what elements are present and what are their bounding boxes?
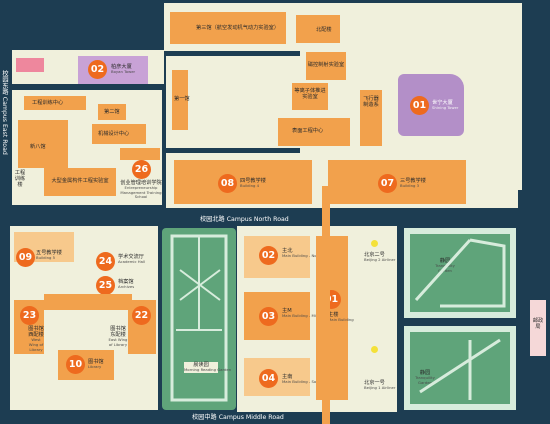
tranquility-garden-north-inner [410,234,510,312]
marker-22[interactable]: 22 [132,306,151,325]
central-walkway [322,186,330,424]
marker-03[interactable]: 03 [259,307,278,326]
eng-training-building-label: 工程训练楼 [14,170,26,189]
mech-center[interactable] [92,124,146,144]
ion-lab[interactable] [292,83,328,110]
central-north-block [166,56,388,148]
marker-25[interactable]: 25 [96,276,115,295]
second-building-label: 第二馆 [104,109,120,115]
pink-building [16,58,44,72]
beijing1-marker [371,346,378,353]
second-building[interactable] [98,104,126,120]
first-building[interactable] [172,70,188,130]
campus-middle-road-label: 校园中路 Campus Middle Road [192,414,284,421]
marker-01-shining[interactable]: 01 [410,96,429,115]
surface-center[interactable] [278,118,350,146]
marker-10[interactable]: 10 [66,355,85,374]
ion-lab-label: 等离子体推进实验室 [294,88,326,101]
aircraft-lab[interactable] [360,90,382,146]
aircraft-lab-label: 飞行器制造系 [363,96,379,109]
north-hall-label: 北配楼 [316,27,332,33]
marker-07[interactable]: 07 [378,174,397,193]
new8-label: 新八馆 [30,144,46,150]
campus-east-road-label: 校园东路 Campus East Road [1,70,8,155]
beijing2-marker [371,240,378,247]
marker-24[interactable]: 24 [96,252,115,271]
third-building-label: 第三馆（航空发动机气动力实验室） [196,25,280,31]
magnetic-lab-label: 磁控制射实验室 [307,62,345,68]
surface-center-label: 表面工程中心 [292,128,324,134]
training-center-label: 工程训练中心 [32,100,64,106]
marker-23[interactable]: 23 [20,306,39,325]
entrepreneurship-building[interactable] [120,148,160,160]
big-lab-label: 大型金属构件工程实验室 [51,178,109,184]
marker-09[interactable]: 09 [16,248,35,267]
third-building[interactable] [170,12,286,44]
marker-02-boyan[interactable]: 02 [88,60,107,79]
main-building[interactable] [316,236,348,400]
building-3[interactable] [328,160,466,204]
north-hall[interactable] [296,15,340,43]
marker-02-main-north[interactable]: 02 [259,246,278,265]
campus-north-road-label: 校园北路 Campus North Road [200,216,289,223]
post-office[interactable] [530,300,546,356]
mech-center-label: 机械设计中心 [98,131,130,137]
magnetic-lab[interactable] [306,52,346,80]
new8-building[interactable] [18,120,68,168]
post-office-label: 邮政局 [532,318,544,331]
marker-26[interactable]: 26 [132,160,151,179]
training-center[interactable] [24,96,86,110]
first-building-label: 第一馆 [174,96,190,102]
marker-04[interactable]: 04 [259,369,278,388]
big-lab[interactable] [44,168,116,196]
library-top[interactable] [44,294,132,310]
shining-tower[interactable] [398,74,464,136]
marker-08[interactable]: 08 [218,174,237,193]
building-4[interactable] [174,160,312,204]
